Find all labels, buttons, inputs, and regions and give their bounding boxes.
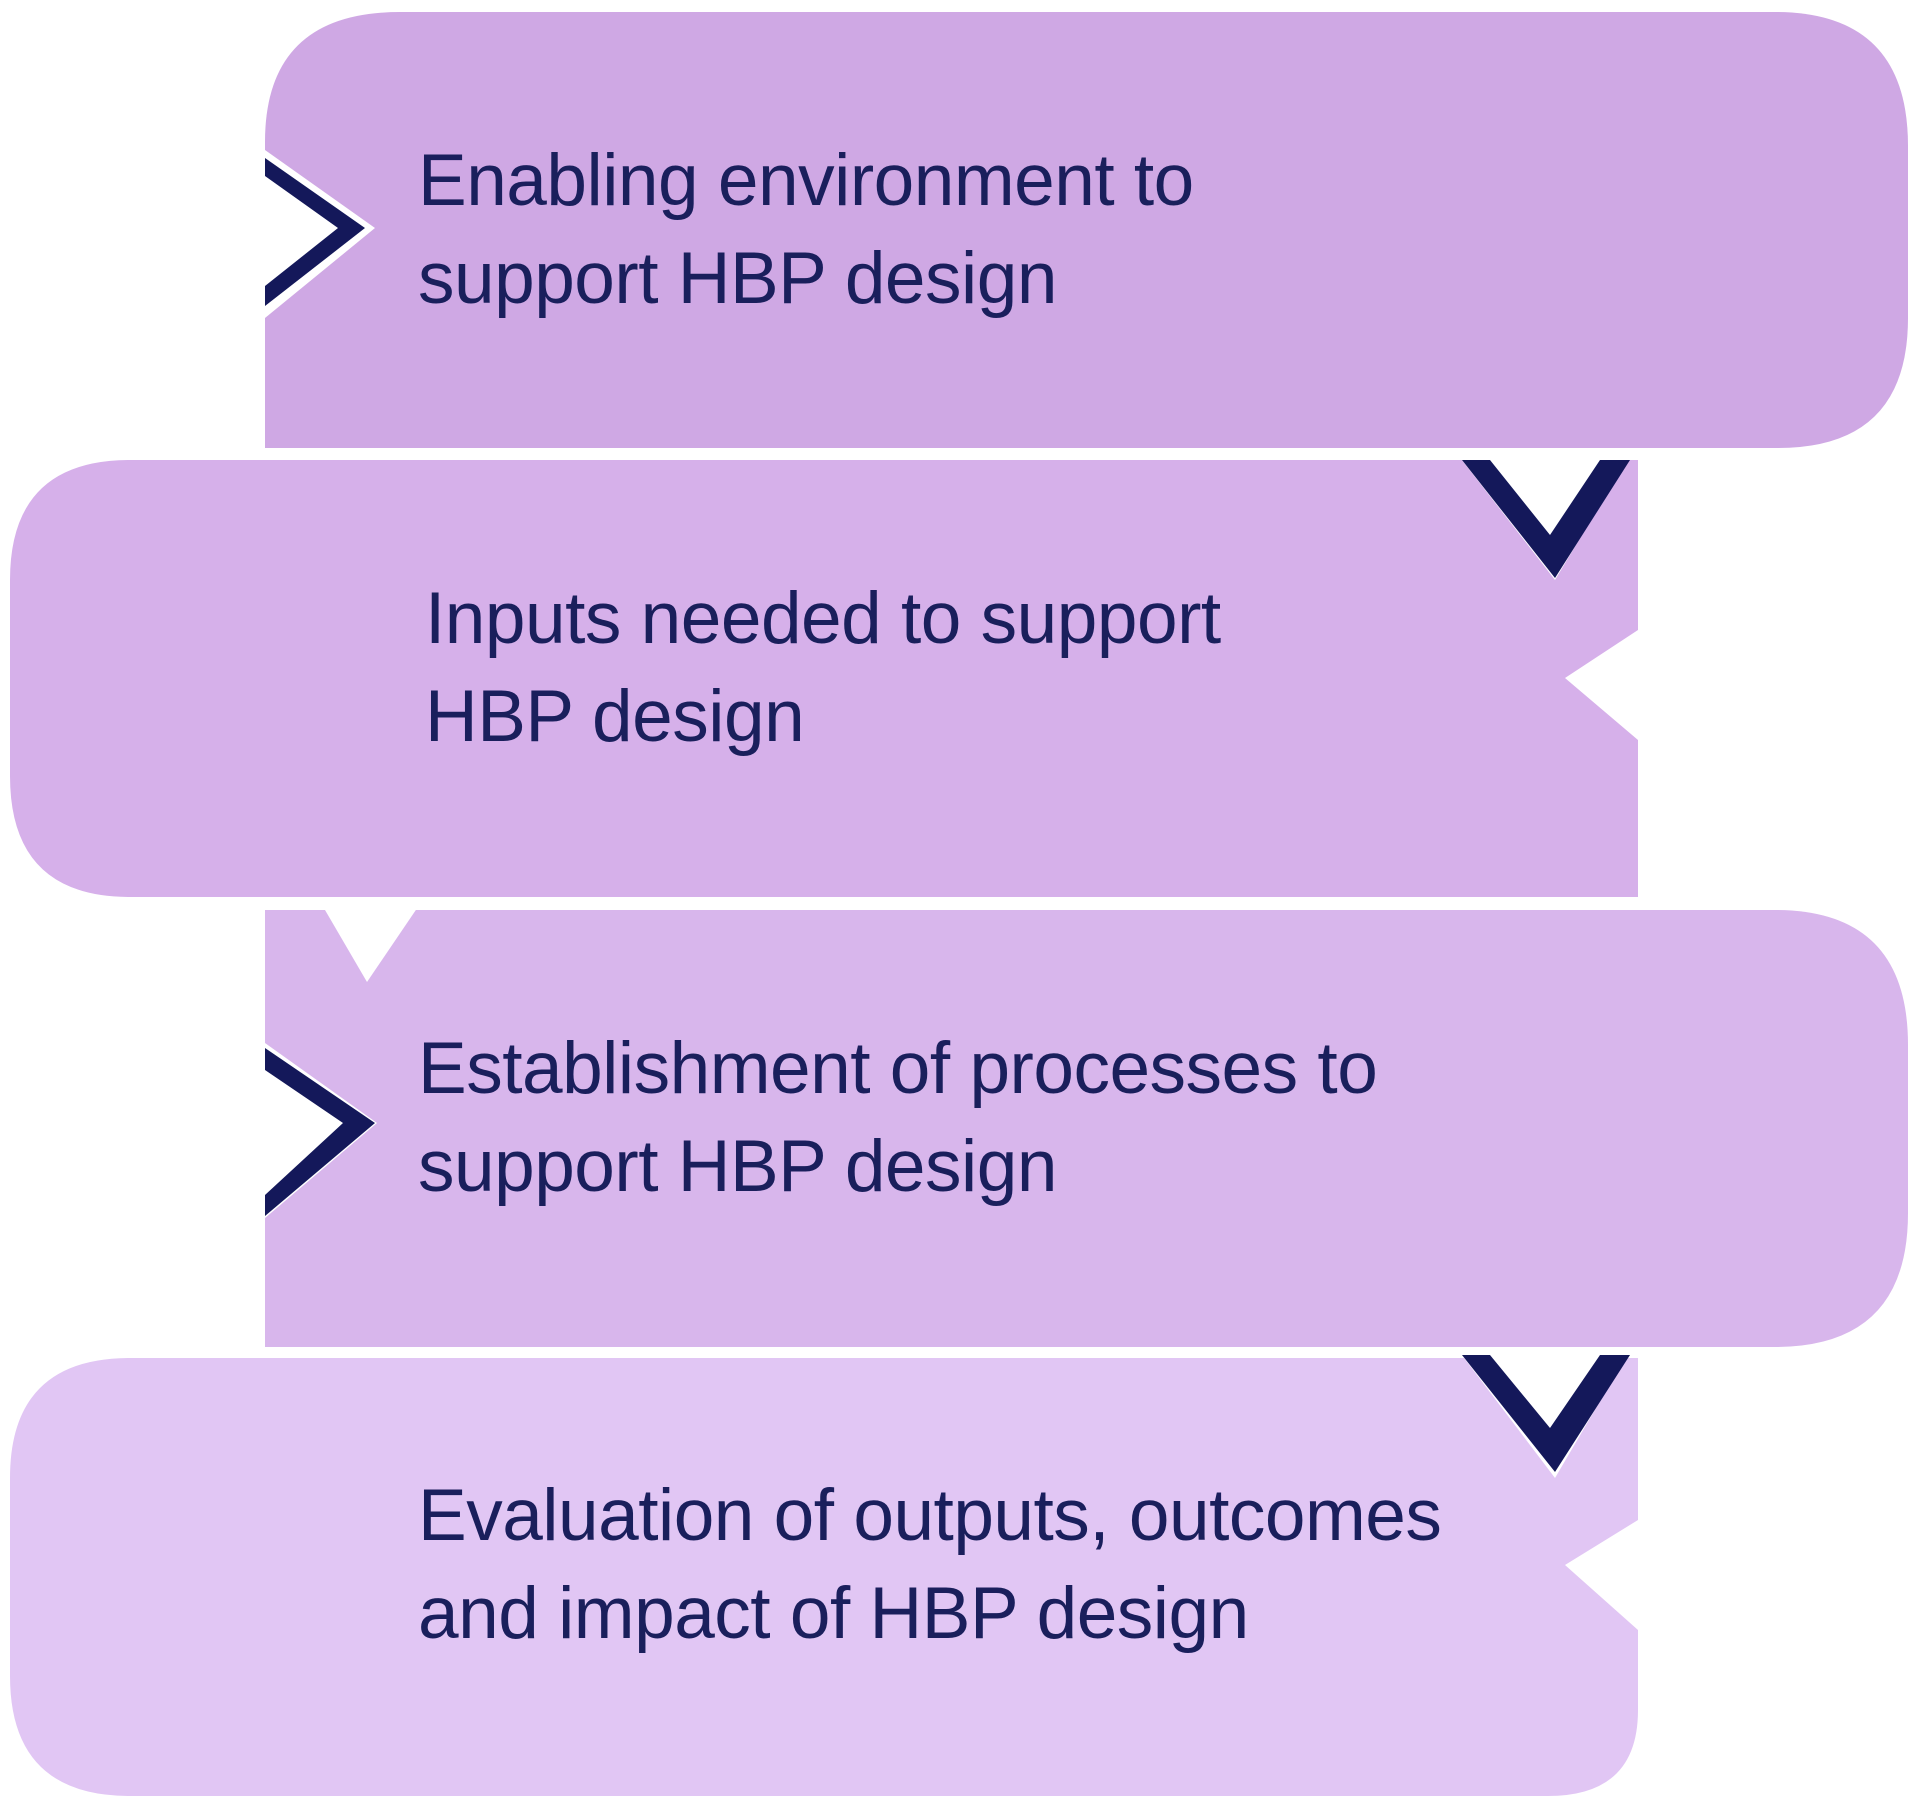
step-label-3-line-1: Establishment of processes to	[418, 1028, 1378, 1109]
step-label-1-line-2: support HBP design	[418, 238, 1057, 319]
step-label-4-line-1: Evaluation of outputs, outcomes	[418, 1475, 1442, 1556]
chevron-right-icon	[265, 1043, 377, 1218]
step-label-2-line-1: Inputs needed to support	[425, 578, 1221, 659]
step-label-2: Inputs needed to support HBP design	[425, 570, 1221, 766]
step-label-3-line-2: support HBP design	[418, 1126, 1057, 1207]
step-box-1	[265, 12, 1908, 448]
connector-notch	[318, 898, 424, 982]
chevron-down-icon	[1458, 1350, 1630, 1478]
step-label-4: Evaluation of outputs, outcomes and impa…	[418, 1467, 1442, 1663]
chevron-right-icon	[265, 150, 375, 318]
step-box-3	[265, 910, 1908, 1347]
step-label-2-line-2: HBP design	[425, 676, 805, 757]
step-label-1: Enabling environment to support HBP desi…	[418, 132, 1194, 328]
step-box-4	[10, 1358, 1638, 1796]
step-box-2	[10, 460, 1638, 897]
step-label-4-line-2: and impact of HBP design	[418, 1573, 1249, 1654]
chevron-down-icon	[1458, 455, 1630, 580]
step-label-1-line-1: Enabling environment to	[418, 140, 1194, 221]
step-label-3: Establishment of processes to support HB…	[418, 1020, 1378, 1216]
